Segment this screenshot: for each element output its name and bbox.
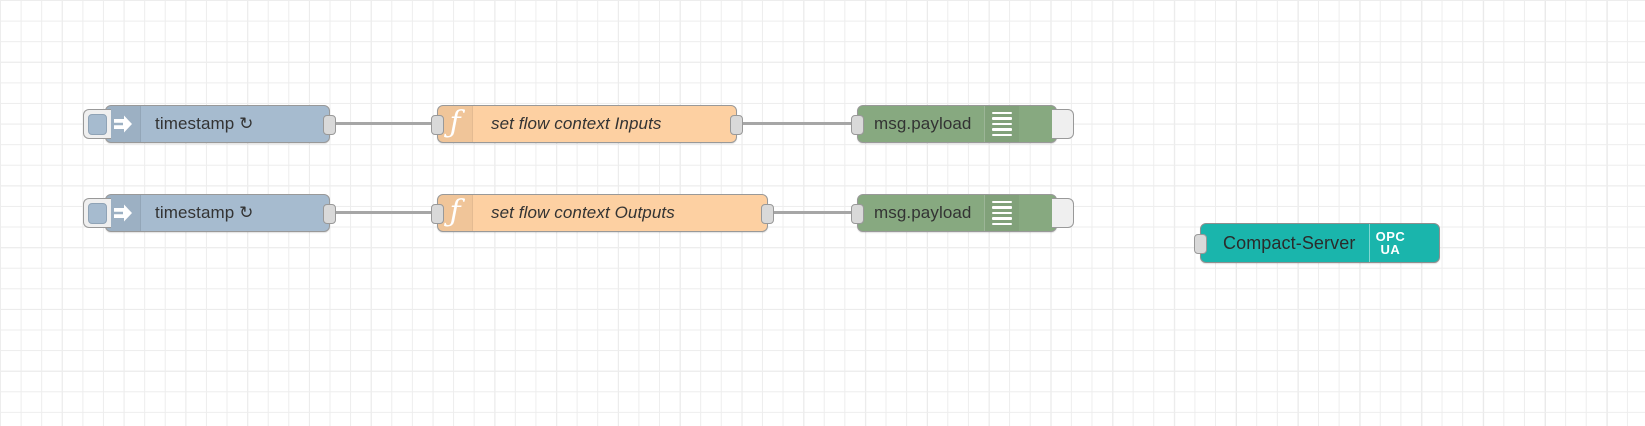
port-output-function-2[interactable]	[761, 204, 774, 224]
debug-enable-toggle-2[interactable]	[1052, 198, 1074, 228]
inject-button-face	[88, 113, 107, 135]
node-inject-1[interactable]: timestamp ↻	[83, 105, 336, 143]
port-input-opcua-server[interactable]	[1194, 234, 1207, 254]
node-inject-2[interactable]: timestamp ↻	[83, 194, 336, 232]
port-input-function-1[interactable]	[431, 115, 444, 135]
port-input-function-2[interactable]	[431, 204, 444, 224]
wire-inject-to-function-2[interactable]	[330, 211, 437, 214]
debug-bars-icon	[983, 106, 1019, 142]
port-output-inject-2[interactable]	[323, 204, 336, 224]
inject-arrow-icon	[106, 106, 141, 142]
port-input-debug-1[interactable]	[851, 115, 864, 135]
node-inject-1-label: timestamp ↻	[155, 114, 254, 133]
wire-function-to-debug-1[interactable]	[736, 122, 857, 125]
inject-button-face	[88, 202, 107, 224]
port-input-debug-2[interactable]	[851, 204, 864, 224]
debug-enable-toggle-1[interactable]	[1052, 109, 1074, 139]
debug-bars-icon	[983, 195, 1019, 231]
port-output-function-1[interactable]	[730, 115, 743, 135]
inject-trigger-button-1[interactable]	[83, 109, 111, 139]
node-opcua-server-label: Compact-Server	[1223, 232, 1356, 253]
node-inject-2-label: timestamp ↻	[155, 203, 254, 222]
node-debug-2-label: msg.payload	[874, 203, 972, 222]
wire-inject-to-function-1[interactable]	[330, 122, 437, 125]
opcua-logo-icon: OPC UA	[1369, 224, 1410, 262]
inject-arrow-icon	[106, 195, 141, 231]
node-debug-2[interactable]: msg.payload	[851, 194, 1074, 232]
opcua-badge-line-2: UA	[1380, 242, 1401, 257]
opcua-badge-line-1: OPC	[1375, 228, 1406, 244]
node-function-1-label: set flow context Inputs	[491, 114, 662, 133]
node-function-2[interactable]: ƒ set flow context Outputs	[431, 194, 774, 232]
port-output-inject-1[interactable]	[323, 115, 336, 135]
node-function-1[interactable]: ƒ set flow context Inputs	[431, 105, 743, 143]
node-function-2-label: set flow context Outputs	[491, 203, 675, 222]
inject-trigger-button-2[interactable]	[83, 198, 111, 228]
wire-function-to-debug-2[interactable]	[767, 211, 857, 214]
node-opcua-server[interactable]: Compact-Server OPC UA	[1194, 223, 1440, 263]
node-debug-1-label: msg.payload	[874, 114, 972, 133]
node-debug-1[interactable]: msg.payload	[851, 105, 1074, 143]
